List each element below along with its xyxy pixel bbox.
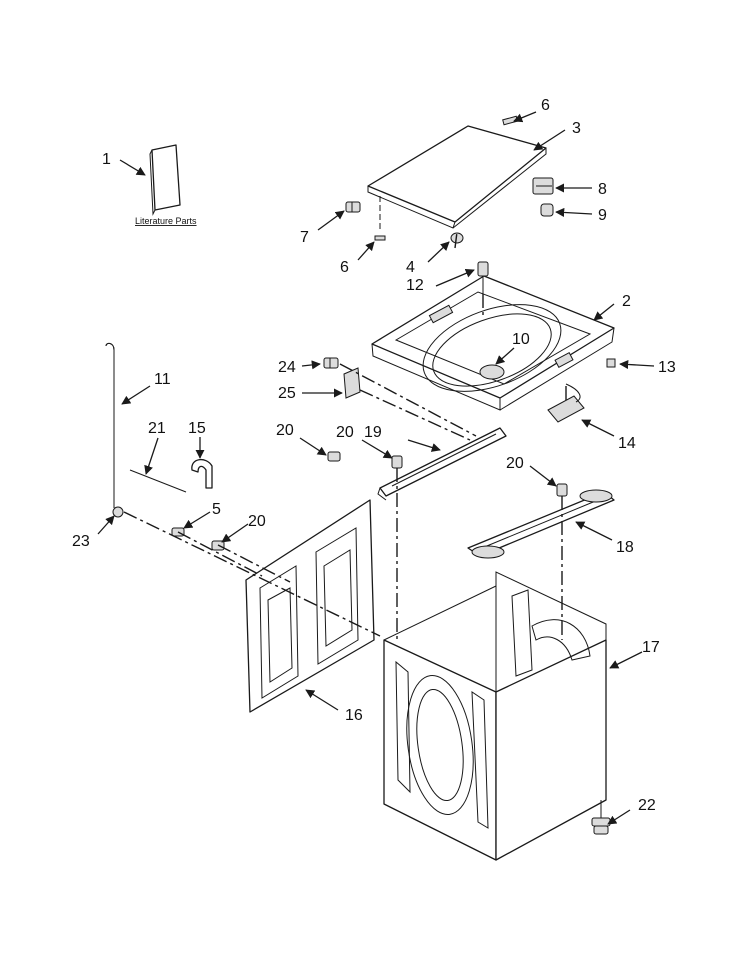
screw-brace-center[interactable] [391,455,403,469]
callout-23: 23 [72,533,90,550]
assembly-lines [123,231,567,640]
callout-24: 24 [278,359,296,376]
hose-guide[interactable] [191,459,213,489]
top-panel-clip[interactable] [606,358,616,368]
callout-6-top: 6 [541,97,550,114]
callout-13: 13 [658,359,676,376]
callout-5: 5 [212,501,221,518]
cabinet[interactable] [383,571,607,861]
callout-14: 14 [618,435,636,452]
lid-switch-actuator[interactable] [479,364,505,380]
screw-brace-left[interactable] [327,451,341,462]
literature-parts-label[interactable]: Literature Parts [135,216,197,226]
callout-labels: 1 2 3 4 5 6 6 7 8 9 10 11 12 13 14 15 16… [72,97,676,814]
callout-8: 8 [598,181,607,198]
callout-20-center: 20 [336,424,354,441]
callout-10: 10 [512,331,530,348]
top-panel[interactable] [371,275,615,411]
screw-rear-brace[interactable] [556,483,568,497]
lid-hinge-pin-left[interactable] [345,201,361,213]
washer-lid[interactable] [367,115,547,229]
panel-clip[interactable] [343,367,361,399]
callout-4: 4 [406,259,415,276]
callout-20-left: 20 [276,422,294,439]
literature-parts-booklet[interactable] [149,144,181,216]
callout-17: 17 [642,639,660,656]
callout-22: 22 [638,797,656,814]
leveling-leg[interactable] [591,800,611,835]
lid-hinge-right[interactable] [532,177,554,195]
front-panel-screw[interactable] [323,357,339,369]
lid-hinge-clip[interactable] [374,235,386,241]
callout-19: 19 [364,424,382,441]
lid-hinge-spring[interactable] [540,203,554,217]
callout-12: 12 [406,277,424,294]
rear-brace[interactable] [467,489,615,559]
callout-3: 3 [572,120,581,137]
callout-21: 21 [148,420,166,437]
hose-retainer[interactable] [112,506,124,518]
callout-9: 9 [598,207,607,224]
callout-18: 18 [616,539,634,556]
callout-15: 15 [188,420,206,437]
callout-16: 16 [345,707,363,724]
lid-switch[interactable] [547,383,585,423]
drain-hose[interactable] [105,342,115,508]
leader-arrows [97,111,655,825]
drain-hose-tie[interactable] [129,469,187,493]
lid-bumper[interactable] [450,232,464,244]
callout-20-right: 20 [506,455,524,472]
rear-panel[interactable] [245,499,375,713]
callout-1: 1 [102,151,111,168]
callout-20-panel: 20 [248,513,266,530]
callout-2: 2 [622,293,631,310]
top-panel-screw[interactable] [477,261,489,294]
callout-7: 7 [300,229,309,246]
front-brace[interactable] [377,427,507,501]
callout-11: 11 [154,371,171,388]
callout-6-bottom: 6 [340,259,349,276]
callout-25: 25 [278,385,296,402]
